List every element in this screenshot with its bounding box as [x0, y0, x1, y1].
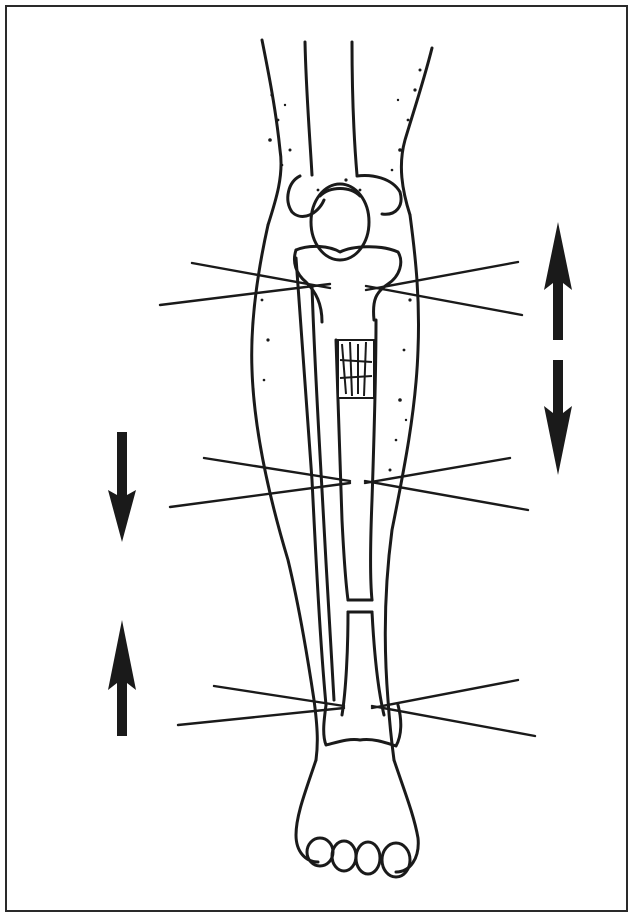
wire-proximal-3: [366, 262, 518, 290]
leg-outline: [252, 40, 432, 872]
condyle-right: [357, 176, 401, 215]
wire-distal-4: [372, 706, 535, 736]
thigh-left-contour: [262, 40, 281, 225]
wire-middle-1: [204, 458, 350, 481]
wire-distal-3: [372, 680, 518, 708]
toe-1: [307, 838, 333, 866]
wire-distal-2: [178, 708, 344, 725]
femur-right-edge: [352, 42, 357, 175]
left-upper-arrow: [108, 432, 136, 542]
stipple-shading: [261, 69, 422, 472]
femur-left-edge: [305, 42, 312, 175]
arrow-down-left: [108, 432, 136, 542]
toes: [307, 838, 410, 877]
wire-middle-3: [365, 458, 510, 483]
tibia-lower-right: [372, 612, 384, 715]
arrow-up-left: [108, 620, 136, 736]
tibia-lower-left: [342, 612, 348, 715]
wire-proximal-4: [366, 286, 522, 315]
toe-2: [332, 841, 356, 871]
left-lower-arrow: [108, 620, 136, 736]
arrow-up-right: [544, 222, 572, 340]
wire-middle-4: [365, 481, 528, 510]
wire-proximal-2: [160, 284, 330, 305]
foot-right: [394, 760, 418, 872]
thigh-right-contour: [401, 48, 432, 215]
right-double-arrow: [544, 222, 572, 475]
toe-3: [356, 842, 380, 874]
figure-border: [6, 6, 627, 911]
graft-texture: [338, 340, 374, 398]
patella: [311, 184, 369, 260]
arrow-down-right: [544, 360, 572, 475]
fibula-right-edge: [312, 286, 334, 700]
